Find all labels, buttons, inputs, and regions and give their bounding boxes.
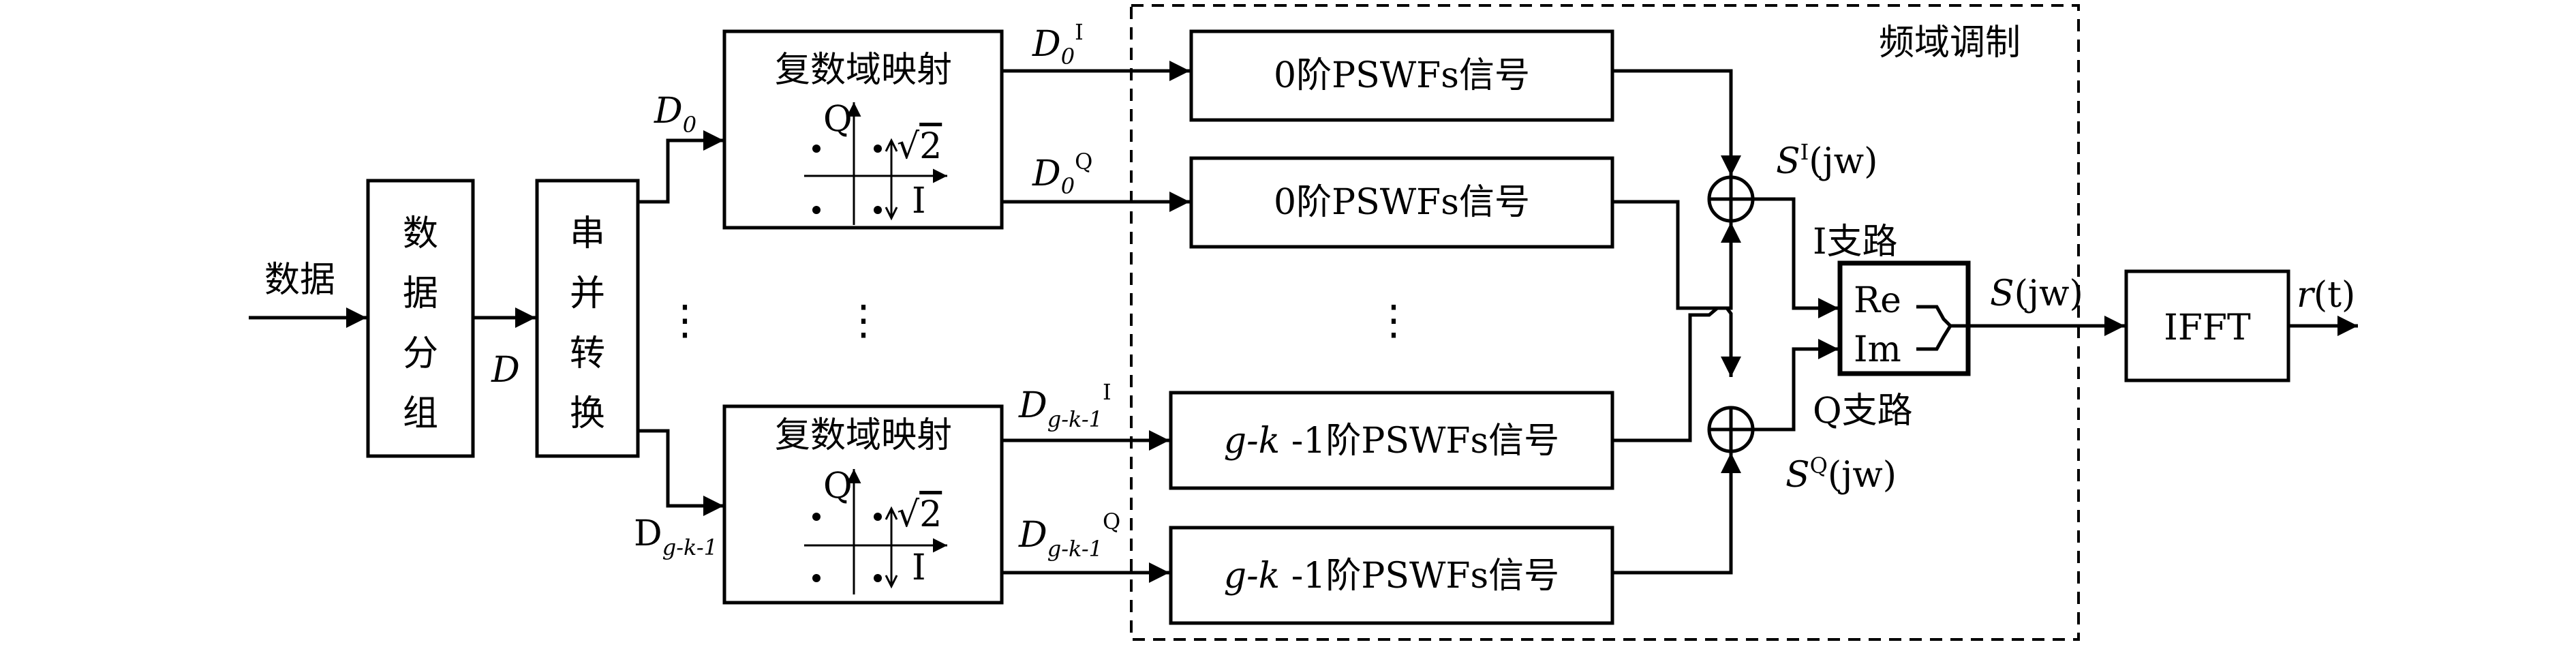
grouping-char-3: 分 [403, 333, 438, 374]
mapper-top-sqrt: √2 [897, 126, 942, 167]
sp-to-mapper-bottom-arrow [638, 429, 724, 516]
sp-to-mapper-top-arrow [638, 130, 724, 204]
pswf-block-4-label: g-k -1阶PSWFs信号 [1224, 556, 1559, 597]
sp-output-bottom-label: Dg-k-1 [634, 513, 718, 560]
sp-char-3: 转 [570, 333, 605, 374]
grouping-box: 数 据 分 组 [366, 179, 475, 458]
mapper-top-q: Q [823, 99, 853, 140]
mapper-bottom-q-label: Dg-k-1Q [1018, 509, 1120, 562]
mapper-top-q-label: D0Q [1032, 149, 1092, 199]
pswf-block-3: g-k -1阶PSWFs信号 [1169, 391, 1614, 490]
pswf-block-2-label: 0阶PSWFs信号 [1274, 182, 1530, 223]
pswf-block-3-label: g-k -1阶PSWFs信号 [1224, 421, 1559, 462]
mapper-ellipsis: ⋮ [843, 297, 884, 344]
sp-output-top-label: D0 [654, 91, 696, 138]
pswf-block-1-label: 0阶PSWFs信号 [1274, 55, 1530, 96]
sp-char-1: 串 [570, 213, 605, 254]
mapper-bottom-sqrt: √2 [897, 494, 942, 535]
ifft-label: IFFT [2164, 307, 2251, 348]
mapper-bottom-i-label: Dg-k-1I [1018, 379, 1111, 432]
output-label: r(t) [2297, 275, 2355, 316]
sum-i-label: SI(jw) [1776, 139, 1877, 182]
pswf-2-to-sum-q [1612, 200, 1741, 377]
pswf-4-to-sum-q [1612, 453, 1741, 575]
ifft-block: IFFT [2124, 269, 2290, 382]
sum-i-to-combiner [1753, 197, 1839, 318]
pswf-ellipsis: ⋮ [1373, 297, 1414, 344]
mapper-top-i-label: D0I [1032, 19, 1084, 70]
combiner-re: Re [1854, 280, 1901, 321]
re-im-combiner: Re Im [1837, 260, 1971, 376]
freq-mod-title: 频域调制 [1879, 22, 2021, 63]
pswf-block-2: 0阶PSWFs信号 [1189, 156, 1614, 249]
mapper-bottom-title: 复数域映射 [775, 415, 952, 456]
sum-q-label: SQ(jw) [1785, 453, 1897, 496]
sp-ellipsis: ⋮ [664, 297, 705, 344]
grouping-output-label: D [491, 350, 520, 391]
mapper-top-i: I [912, 181, 926, 222]
mapper-bottom: 复数域映射 Q I √2 [722, 404, 1004, 605]
grouping-char-4: 组 [403, 393, 438, 434]
freq-mod-region [1130, 4, 2080, 641]
branch-i-label: I支路 [1813, 222, 1898, 262]
combined-label: S(jw) [1990, 273, 2083, 314]
mapper-bottom-q: Q [823, 466, 853, 507]
grouping-char-1: 数 [403, 213, 438, 254]
pswf-1-to-sum-i [1612, 69, 1741, 176]
pswf-block-1: 0阶PSWFs信号 [1189, 29, 1614, 122]
sum-q-to-combiner [1753, 339, 1839, 432]
sp-char-2: 并 [570, 273, 605, 314]
input-label: 数据 [264, 260, 335, 301]
mapper-top-title: 复数域映射 [775, 50, 952, 91]
serial-parallel-box: 串 并 转 换 [535, 179, 640, 458]
branch-q-label: Q支路 [1813, 391, 1913, 432]
mapper-bottom-i: I [912, 547, 926, 588]
pswf-block-4: g-k -1阶PSWFs信号 [1169, 526, 1614, 625]
sum-q-adder [1707, 406, 1755, 453]
sum-i-adder [1707, 175, 1755, 223]
grouping-char-2: 据 [403, 273, 438, 314]
combiner-im: Im [1854, 329, 1901, 370]
sp-char-4: 换 [570, 393, 605, 434]
pswf-3-to-sum-i [1612, 222, 1741, 442]
mapper-top: 复数域映射 Q I √2 [722, 29, 1004, 230]
